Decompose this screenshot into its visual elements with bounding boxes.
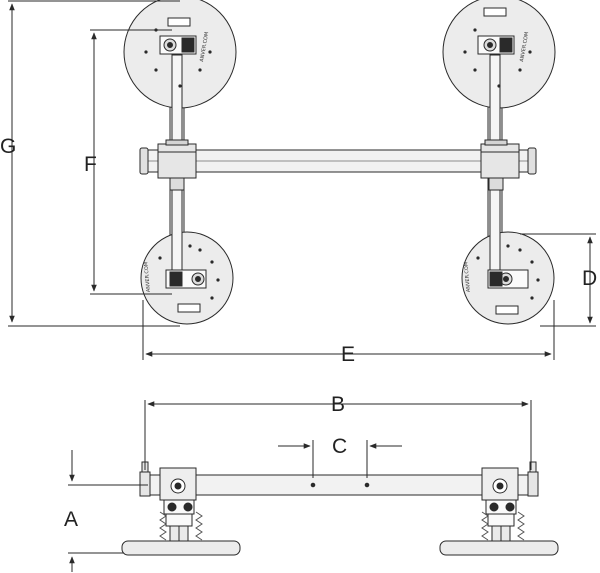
clamp-block-left	[157, 143, 197, 179]
dimension-label-b: B	[331, 393, 346, 416]
dimension-label-d: D	[582, 267, 598, 290]
valve-bottom-right	[487, 269, 529, 315]
side-view	[121, 461, 559, 556]
side-assembly-right	[481, 467, 525, 543]
top-view: ANVER.COM ANVER.COM ANVER.COM ANVER.COM	[123, 0, 556, 325]
dimension-label-f: F	[84, 153, 97, 176]
pad-brand-text-top-left: ANVER.COM	[199, 31, 210, 62]
valve-top-left	[159, 17, 197, 55]
side-crossbar	[147, 474, 529, 496]
valve-bottom-left	[165, 269, 207, 313]
dimension-label-g: G	[0, 135, 17, 158]
pad-brand-text-top-right: ANVER.COM	[519, 31, 530, 62]
dimension-label-e: E	[341, 343, 356, 366]
top-view-dimensions	[8, 0, 596, 360]
side-pad-right	[439, 540, 559, 556]
side-view-dimensions	[68, 400, 532, 572]
dimension-label-c: C	[332, 435, 348, 458]
side-pad-left	[121, 540, 241, 556]
pad-brand-text-bottom-left: ANVER.COM	[143, 262, 152, 293]
pad-brand-text-bottom-right: ANVER.COM	[463, 262, 472, 293]
side-assembly-left	[159, 467, 203, 543]
crossbar-endcap-left	[139, 147, 149, 175]
valve-top-right	[477, 7, 515, 55]
dimension-label-a: A	[64, 508, 79, 531]
crossbar-endcap-right	[527, 147, 537, 175]
clamp-block-right	[480, 143, 520, 179]
